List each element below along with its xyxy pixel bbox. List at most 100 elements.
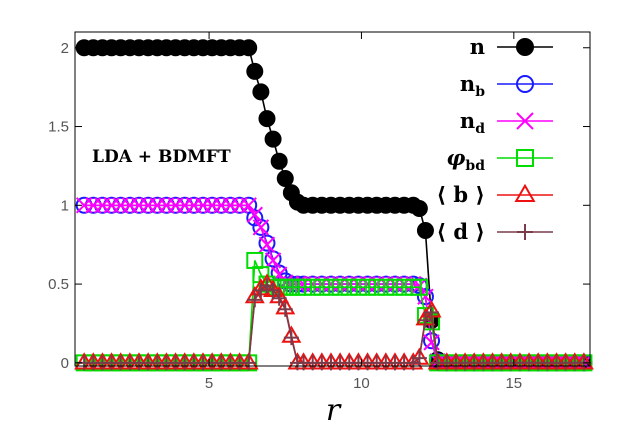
data-point-shape bbox=[359, 278, 377, 296]
legend-marker-shape bbox=[516, 149, 534, 167]
data-point bbox=[252, 219, 270, 236]
data-point bbox=[276, 170, 294, 188]
data-point-shape bbox=[270, 152, 288, 170]
data-point-shape bbox=[410, 278, 428, 296]
data-point bbox=[240, 197, 257, 214]
y-tick-label: 1.5 bbox=[48, 119, 69, 136]
legend-marker-shape bbox=[516, 75, 534, 93]
data-point-shape bbox=[416, 222, 434, 240]
legend-marker bbox=[516, 112, 534, 130]
data-point bbox=[271, 290, 287, 306]
legend-entry: n bbox=[470, 34, 553, 59]
legend-entry: φbd bbox=[446, 145, 553, 174]
legend-entry: ⟨ d ⟩ bbox=[436, 219, 553, 244]
data-point-shape bbox=[295, 278, 313, 296]
data-point bbox=[270, 152, 288, 170]
legend-label: ⟨ d ⟩ bbox=[436, 219, 485, 244]
series-line-d bbox=[84, 284, 584, 364]
x-tick-label: 10 bbox=[353, 375, 370, 392]
data-point-shape bbox=[258, 234, 276, 252]
y-tick-label: 2 bbox=[61, 40, 69, 57]
y-tick-label: 1 bbox=[61, 197, 69, 214]
data-point bbox=[416, 288, 434, 306]
series-line-b bbox=[84, 283, 584, 364]
data-point-shape bbox=[276, 170, 294, 188]
data-point bbox=[265, 282, 281, 298]
y-tick-label: 0 bbox=[61, 355, 69, 372]
data-point bbox=[349, 278, 367, 296]
plot-marks bbox=[74, 39, 594, 372]
data-point-shape bbox=[264, 130, 282, 148]
data-point bbox=[411, 350, 427, 366]
data-point-shape bbox=[322, 278, 340, 296]
series-line-n-d bbox=[84, 204, 584, 364]
data-point bbox=[246, 206, 264, 223]
series-phi-bd bbox=[75, 251, 593, 372]
data-point-shape bbox=[423, 332, 441, 350]
data-point-stroke-b bbox=[240, 197, 257, 214]
legend-marker bbox=[516, 38, 534, 56]
legend-label: ⟨ b ⟩ bbox=[436, 182, 485, 207]
data-point-shape bbox=[246, 62, 264, 80]
data-point bbox=[322, 278, 340, 296]
data-point bbox=[377, 278, 395, 296]
data-point bbox=[423, 332, 441, 350]
data-point-stroke-b bbox=[246, 206, 264, 223]
legend-entry: ⟨ b ⟩ bbox=[436, 182, 553, 207]
data-point-shape bbox=[331, 278, 349, 296]
data-point bbox=[386, 278, 404, 296]
legend-entry: nd bbox=[460, 108, 553, 137]
data-point bbox=[410, 278, 428, 296]
data-point bbox=[410, 199, 428, 217]
data-point bbox=[295, 278, 313, 296]
data-point-stroke-b bbox=[423, 334, 440, 351]
data-point bbox=[313, 278, 331, 296]
data-point-shape bbox=[368, 278, 386, 296]
legend-marker-shape bbox=[516, 38, 534, 56]
chart-annotation: LDA + BDMFT bbox=[92, 147, 231, 167]
legend-marker bbox=[516, 75, 534, 93]
data-point-shape bbox=[252, 83, 270, 101]
data-point-stroke-b bbox=[264, 252, 282, 269]
data-point-shape bbox=[349, 278, 367, 296]
data-point bbox=[340, 278, 358, 296]
data-point-shape bbox=[304, 278, 322, 296]
legend-label: nb bbox=[460, 71, 485, 100]
data-point bbox=[283, 330, 299, 346]
legend-label: φbd bbox=[446, 145, 485, 174]
data-point bbox=[241, 355, 257, 371]
data-point bbox=[246, 62, 264, 80]
data-point bbox=[277, 301, 293, 317]
data-point bbox=[264, 130, 282, 148]
x-tick-label: 15 bbox=[505, 375, 522, 392]
data-point bbox=[252, 83, 270, 101]
data-point-stroke-b bbox=[252, 219, 270, 236]
data-point-shape bbox=[313, 278, 331, 296]
data-point bbox=[331, 278, 349, 296]
legend-label: n bbox=[470, 34, 485, 59]
data-point bbox=[240, 39, 258, 57]
legend-label: nd bbox=[460, 108, 485, 137]
data-point-stroke-b bbox=[258, 236, 276, 253]
data-point bbox=[368, 278, 386, 296]
legend-marker-shape bbox=[514, 183, 536, 202]
data-point-shape bbox=[416, 288, 434, 306]
series-line-phi-bd bbox=[84, 260, 584, 364]
data-point-stroke-b bbox=[417, 288, 434, 305]
y-tick-label: 0.5 bbox=[48, 276, 69, 293]
data-point-shape bbox=[240, 39, 258, 57]
data-point bbox=[304, 278, 322, 296]
legend-marker-stroke-b bbox=[516, 112, 534, 130]
data-point bbox=[258, 236, 276, 253]
x-axis-label: r bbox=[326, 393, 342, 428]
data-point-shape bbox=[386, 278, 404, 296]
data-point bbox=[258, 110, 276, 128]
legend: n nb nd φbd ⟨ b ⟩ ⟨ d ⟩ bbox=[436, 34, 553, 244]
series-n-d bbox=[75, 197, 593, 372]
data-point-shape bbox=[258, 110, 276, 128]
legend-marker bbox=[514, 183, 536, 202]
data-point-shape bbox=[340, 278, 358, 296]
data-point bbox=[359, 278, 377, 296]
